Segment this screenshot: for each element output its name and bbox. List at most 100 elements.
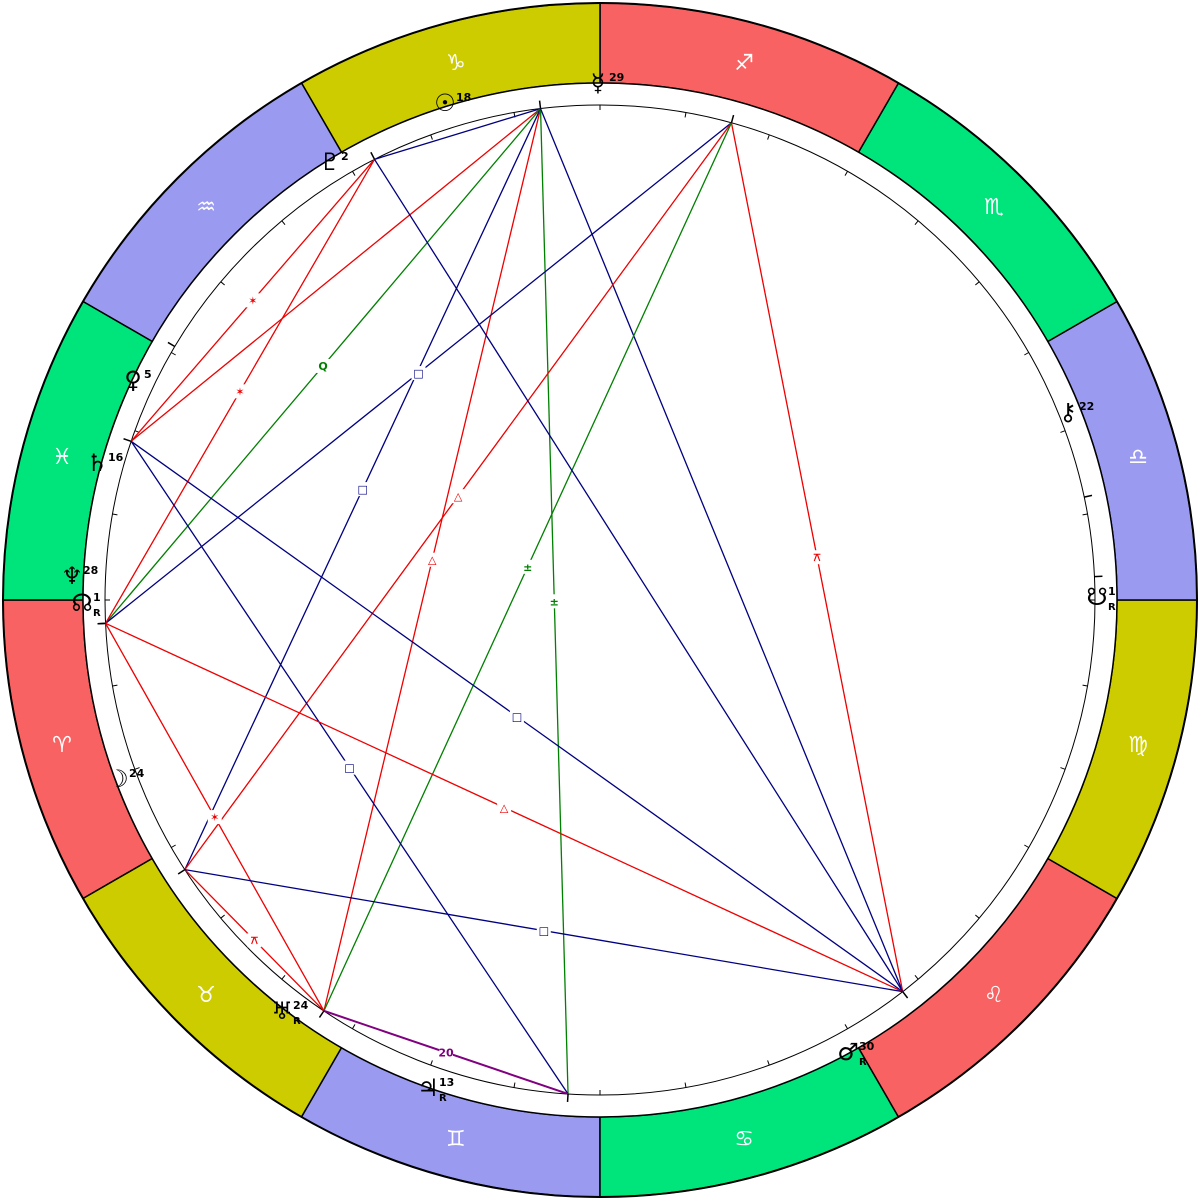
chiron-glyph-icon: ⚷ [1059,398,1077,426]
mercury-degree: 29 [609,71,624,84]
aspect-symbol-bg [451,489,466,504]
planet-label-uranus: ♅24R [271,997,308,1027]
aspect-symbol-bg [247,933,262,948]
uranus-degree: 24 [293,999,309,1012]
planet-label-sun: ☉18 [434,89,471,117]
uranus-glyph-icon: ♅ [271,997,293,1025]
planet-label-moon: ☽24 [107,765,144,793]
aspect-symbol-mercury-moon: △ [454,490,463,503]
neptune-degree: 28 [83,564,98,577]
zodiac-glyph-cancer: ♋ [734,1127,754,1152]
sun-glyph-icon: ☉ [434,89,456,117]
aspect-lines: Q□△±□△±⚻✶✶□□✶△⚻□20 [104,107,904,1095]
aspect-symbol-moon-mars: □ [539,925,549,938]
aspect-symbol-uranus-jupiter: 20 [438,1046,454,1059]
aspect-symbol-bg [520,559,535,574]
aspect-line-sun-pluto [374,107,541,160]
zodiac-glyph-libra: ♎ [1128,445,1148,470]
aspect-symbol-bg [411,366,426,381]
aspect-symbol-bg [438,1045,453,1060]
planet-label-venus: ♀5 [124,366,151,394]
planet-label-south_node: ☋1R [1086,583,1116,613]
aspect-symbol-pluto-saturn: ✶ [248,294,257,307]
zodiac-glyph-gemini: ♊ [446,1127,466,1152]
saturn-degree: 16 [108,451,124,464]
moon-glyph-icon: ☽ [107,765,129,793]
zodiac-glyph-aquarius: ♒ [196,195,216,220]
south_node-degree: 1 [1108,585,1116,598]
venus-degree: 5 [144,368,152,381]
planet-tick-mars [902,991,909,999]
aspect-symbol-mercury-mars: ⚻ [813,551,821,564]
planet-label-mars: ♂30R [837,1038,874,1068]
chiron-degree: 22 [1079,400,1094,413]
aspect-symbol-bg [810,550,825,565]
zodiac-glyph-aries: ♈ [52,733,72,758]
aspect-symbol-mercury-neptune: □ [413,367,423,380]
node-glyph-icon: ☊ [71,589,92,617]
aspect-symbol-bg [207,810,222,825]
aspect-symbol-bg [425,552,440,567]
venus-glyph-icon: ♀ [124,366,142,394]
aspect-line-sun-saturn [130,108,541,442]
chart-inner-circle [104,104,1096,1096]
neptune-glyph-icon: ♆ [61,562,83,590]
south_node-glyph-icon: ☋ [1086,583,1107,611]
aspect-line-pluto-mars [373,158,904,993]
pluto-degree: 2 [341,150,349,163]
zodiac-glyph-capricorn: ♑ [446,51,466,76]
node-retrograde: R [93,608,101,619]
aspect-symbol-bg [509,709,524,724]
pluto-glyph-icon: ♇ [319,148,341,176]
planet-tick-mercury [730,114,735,123]
planet-tick-venus [167,341,176,348]
aspect-symbol-sun-neptune: Q [318,360,327,373]
mars-degree: 30 [859,1040,875,1053]
planet-tick-moon [177,868,186,875]
mercury-glyph-icon: ☿ [591,69,606,97]
aspect-symbol-bg [342,760,357,775]
aspect-symbol-pluto-neptune: ✶ [235,385,244,398]
planet-tick-jupiter [566,1093,569,1102]
aspect-symbol-neptune-uranus: ✶ [210,811,219,824]
planet-label-mercury: ☿29 [591,69,625,97]
uranus-retrograde: R [293,1016,301,1027]
aspect-line-sun-mars [539,108,904,992]
planet-tick-pluto [370,151,376,160]
zodiac-glyph-virgo: ♍ [1128,733,1148,758]
south_node-retrograde: R [1108,602,1116,613]
aspect-symbol-bg [316,358,331,373]
aspect-symbol-bg [233,384,248,399]
aspect-symbol-bg [536,923,551,938]
aspect-symbol-bg [355,482,370,497]
jupiter-retrograde: R [439,1093,447,1104]
aspect-symbol-neptune-mars: △ [500,801,509,814]
planet-label-chiron: ⚷22 [1059,398,1094,426]
zodiac-glyph-pisces: ♓ [52,445,72,470]
planet-label-jupiter: ♃13R [417,1074,454,1104]
planet-label-node: ☊1R [71,589,101,619]
zodiac-glyph-leo: ♌ [984,983,1004,1008]
zodiac-glyph-scorpio: ♏ [984,195,1004,220]
mars-retrograde: R [859,1057,867,1068]
aspect-symbol-sun-jupiter: ± [550,595,559,608]
zodiac-glyph-sagittarius: ♐ [734,51,754,76]
jupiter-glyph-icon: ♃ [417,1074,439,1102]
aspect-symbol-bg [245,293,260,308]
planet-tick-uranus [318,1010,325,1018]
moon-degree: 24 [129,767,145,780]
jupiter-degree: 13 [439,1076,454,1089]
mars-glyph-icon: ♂ [837,1038,859,1066]
aspect-symbol-moon-uranus: ⚻ [251,934,259,947]
aspect-symbol-saturn-mars: □ [512,710,522,723]
planet-label-neptune: ♆28 [61,562,98,590]
node-degree: 1 [93,591,101,604]
planet-markers: ☉18☿29♇2♀5♄16♆28☊1R☽24♅24R♃13R♂30R☋1R⚷22 [61,69,1116,1104]
aspect-symbol-bg [547,594,562,609]
planet-label-saturn: ♄16 [86,449,123,477]
zodiac-glyph-taurus: ♉ [196,983,216,1008]
aspect-symbol-saturn-jupiter: □ [344,762,354,775]
planet-tick-sun [538,100,542,109]
